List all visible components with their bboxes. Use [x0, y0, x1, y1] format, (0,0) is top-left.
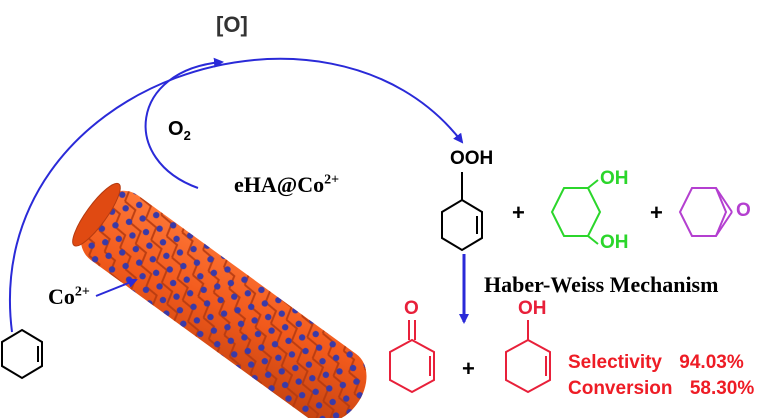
cyclohexene-structure [0, 328, 43, 380]
cyclohexenone-structure [389, 320, 435, 394]
cobalt-label: Co2+ [48, 284, 90, 310]
diol-oh-top: OH [600, 168, 629, 189]
diol-oh-bottom: OH [600, 232, 629, 253]
selectivity-value: 94.03% [679, 352, 744, 373]
cyclohexenol-structure [505, 320, 551, 394]
hydroperoxide-label: OOH [450, 148, 494, 169]
catalyst-charge: 2+ [324, 172, 340, 188]
nanotube-catalyst [72, 182, 367, 418]
catalyst-text: eHA@Co [234, 172, 325, 197]
oxygen-subscript: 2 [183, 128, 191, 143]
epoxide-o-label: O [736, 200, 751, 221]
hydroperoxide-structure [441, 172, 483, 252]
plus-sign-2: + [650, 200, 663, 225]
cobalt-text: Co [48, 284, 75, 309]
ketone-o-label: O [404, 298, 419, 319]
plus-sign-3: + [462, 356, 475, 381]
conversion-label: Conversion [568, 378, 673, 399]
conversion-value: 58.30% [689, 378, 755, 399]
cobalt-pointer-arrow [95, 278, 138, 297]
oxidant-label: [O] [216, 12, 248, 37]
alcohol-oh-label: OH [518, 298, 547, 319]
selectivity-row: Selectivity 94.03% [568, 350, 754, 376]
epoxide-structure [678, 187, 733, 237]
catalyst-label: eHA@Co2+ [234, 172, 339, 198]
selectivity-label: Selectivity [568, 352, 662, 373]
conversion-row: Conversion 58.30% [568, 376, 754, 402]
mechanism-label: Haber-Weiss Mechanism [484, 272, 719, 297]
diol-structure [550, 179, 602, 245]
plus-sign-1: + [512, 200, 525, 225]
cobalt-charge: 2+ [74, 284, 90, 300]
oxygen-label: O2 [168, 118, 191, 143]
oxidation-arrow-outer [9, 57, 464, 333]
oxygen-activation-arrow [144, 57, 224, 189]
results-panel: Selectivity 94.03% Conversion 58.30% [568, 350, 754, 402]
oxygen-symbol: O [168, 118, 184, 140]
